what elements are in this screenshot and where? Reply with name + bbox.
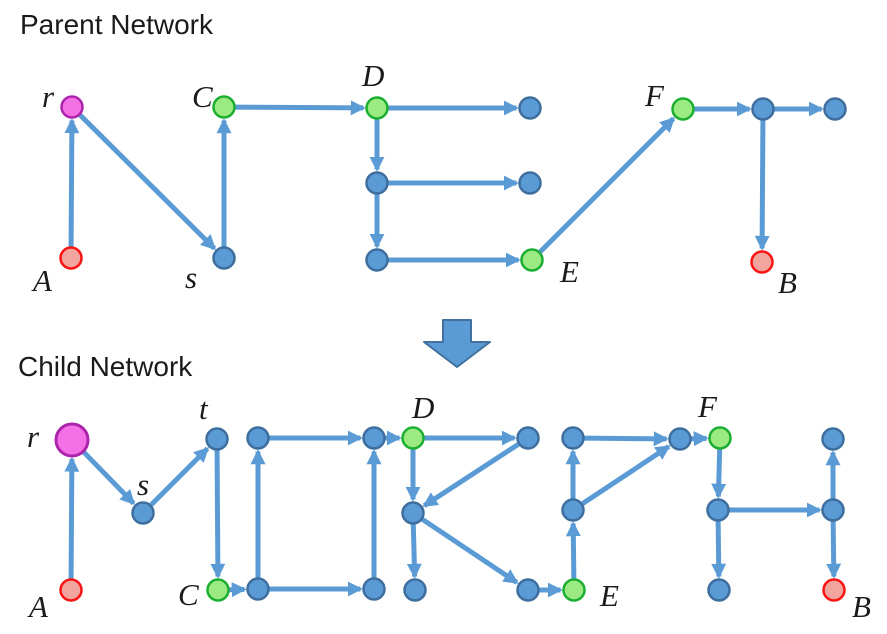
edge-cH3-cB xyxy=(826,521,842,579)
parent-network-title: Parent Network xyxy=(20,9,213,40)
node-pC-green xyxy=(212,95,236,119)
node-cr-magenta xyxy=(54,422,90,458)
node-ps-blue xyxy=(212,246,236,270)
node-pB-red xyxy=(750,250,774,274)
edge-ct-cC xyxy=(210,450,226,579)
node-label-pB: B xyxy=(778,265,797,300)
node-ct-blue xyxy=(205,427,229,451)
child-network-title: Child Network xyxy=(18,351,193,382)
node-label-cC: C xyxy=(178,577,199,612)
edge-pC-pD xyxy=(235,100,366,116)
edge-pE-pF xyxy=(538,116,676,254)
edge-pA-pr xyxy=(64,118,80,247)
node-pn2-blue xyxy=(518,171,542,195)
node-label-ct: t xyxy=(199,391,209,426)
node-cP3-blue xyxy=(668,427,692,451)
edge-cA-cr xyxy=(64,456,80,579)
node-label-cr: r xyxy=(27,419,40,454)
node-cF-green xyxy=(708,426,732,450)
node-cA-red xyxy=(59,578,83,602)
node-label-pE: E xyxy=(559,254,579,289)
node-cB-red xyxy=(822,578,846,602)
edge-cK1-cK2 xyxy=(422,442,520,508)
node-label-pF: F xyxy=(644,78,665,113)
node-cO1-blue xyxy=(246,577,270,601)
node-cP2-blue xyxy=(561,426,585,450)
node-pm1-blue xyxy=(365,171,389,195)
edge-cH1-cH2 xyxy=(711,521,727,579)
node-cK4-blue xyxy=(516,578,540,602)
node-label-cs: s xyxy=(137,467,149,502)
edge-cs-ct xyxy=(149,446,210,507)
node-cK1-blue xyxy=(516,426,540,450)
node-cD-green xyxy=(401,426,425,450)
node-cK3-blue xyxy=(403,578,427,602)
edge-cP1-cP3 xyxy=(581,444,671,506)
node-cs-blue xyxy=(131,501,155,525)
edge-cP2-cP3 xyxy=(584,431,669,447)
node-cH1-blue xyxy=(706,498,730,522)
node-cC-green xyxy=(206,578,230,602)
node-cK2-blue xyxy=(401,501,425,525)
node-label-ps: s xyxy=(185,260,197,295)
parent-network: Ar s C D E F B xyxy=(31,58,847,300)
edge-cK2-cK4 xyxy=(421,517,519,585)
node-label-cE: E xyxy=(599,578,619,613)
node-pt2-blue xyxy=(823,97,847,121)
edge-cK2-cK3 xyxy=(406,524,422,579)
node-pt1-blue xyxy=(751,97,775,121)
node-cE-green xyxy=(562,578,586,602)
edge-cE-cP1 xyxy=(565,521,581,579)
node-cP1-blue xyxy=(561,498,585,522)
child-network: Ar s tC D E F B xyxy=(27,389,871,624)
edge-cF-cH1 xyxy=(711,449,727,499)
edge-pr-ps xyxy=(78,113,217,251)
node-pm2-blue xyxy=(365,248,389,272)
node-label-cD: D xyxy=(411,390,434,425)
edge-cr-cs xyxy=(82,450,136,506)
node-pn1-blue xyxy=(518,96,542,120)
node-cO2-blue xyxy=(246,426,270,450)
node-label-pr: r xyxy=(42,79,55,114)
node-cH4-blue xyxy=(821,427,845,451)
node-pF-green xyxy=(671,97,695,121)
node-label-cA: A xyxy=(27,589,49,624)
node-label-cB: B xyxy=(852,589,871,624)
node-label-cF: F xyxy=(697,389,718,424)
node-label-pC: C xyxy=(192,79,213,114)
node-label-pD: D xyxy=(361,58,384,93)
node-cO3-blue xyxy=(362,577,386,601)
node-label-pA: A xyxy=(31,263,53,298)
node-cH3-blue xyxy=(821,498,845,522)
node-pA-red xyxy=(59,246,83,270)
edge-pt1-pB xyxy=(754,120,770,251)
node-pD-green xyxy=(365,96,389,120)
node-cO4-blue xyxy=(362,426,386,450)
morph-down-arrow-icon xyxy=(423,319,491,368)
node-pE-green xyxy=(520,248,544,272)
node-pr-magenta xyxy=(60,95,84,119)
node-cH2-blue xyxy=(707,578,731,602)
